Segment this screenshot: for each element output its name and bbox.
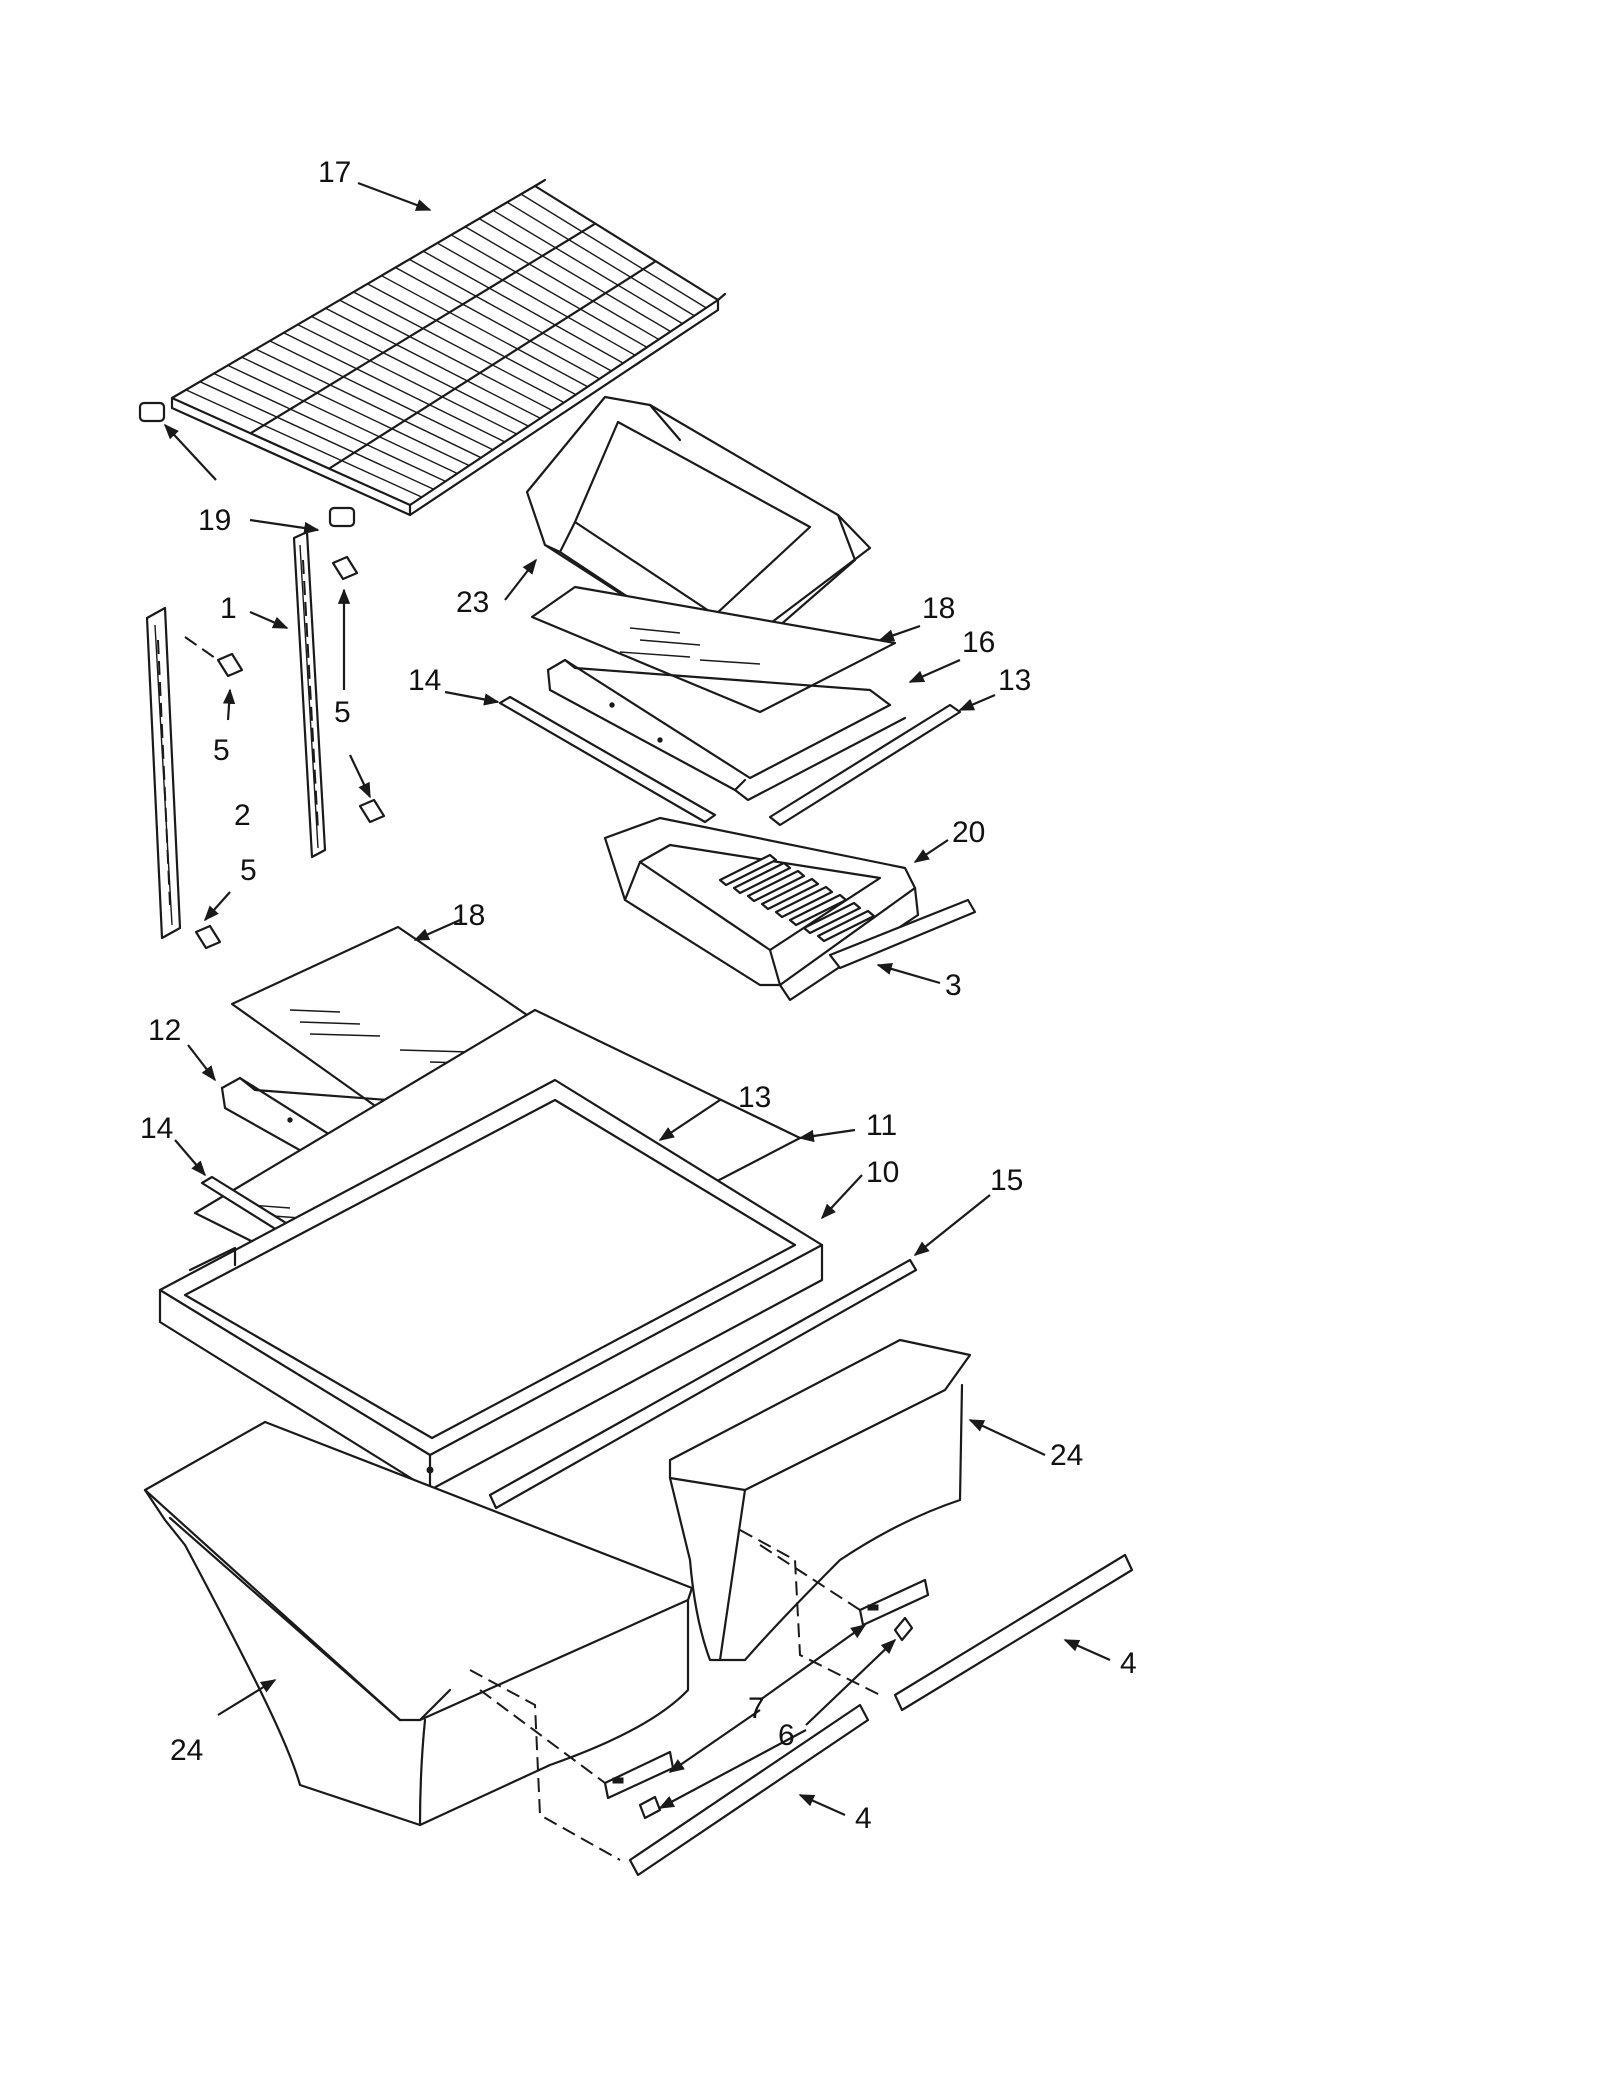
crisper-drawer-part-24-right [668,1338,972,1662]
callout-1: 1 [220,592,237,625]
rail-part-15 [488,1258,918,1510]
clip-part-6-upper [893,1616,914,1642]
glass-shelf-part-18-upper [530,585,897,714]
callout-16: 16 [962,626,995,659]
callout-5-lower: 5 [240,854,257,887]
leader-lines [163,181,1111,1817]
callout-18-lower: 18 [452,899,485,932]
drawer-handle-part-4-upper [893,1553,1134,1712]
callout-6: 6 [778,1719,795,1752]
callout-13-upper: 13 [998,664,1031,697]
callout-labels: 17 19 1 5 5 2 5 23 18 16 14 13 20 3 18 1… [140,156,1137,1835]
callout-18-upper: 18 [922,592,955,625]
assembly-dashed-lines [469,1529,881,1861]
screw-part-5-a [216,652,244,678]
wire-shelf-part-17 [138,178,727,528]
callout-13-lower: 13 [738,1081,771,1114]
bracket-part-2 [145,606,182,940]
callout-19: 19 [198,504,231,537]
callout-5-upper-right: 5 [334,696,351,729]
bracket-part-1 [292,530,327,859]
callout-11: 11 [866,1109,897,1142]
drawer-handle-part-3 [828,898,977,970]
callout-14-lower: 14 [140,1112,173,1145]
crisper-cover-frame-part-10 [158,1078,824,1492]
screw-part-5-b [331,555,359,581]
callout-7: 7 [748,1692,765,1725]
rail-part-13-upper [768,703,962,827]
crisper-drawer-part-24-left [143,1420,694,1827]
callout-20: 20 [952,816,985,849]
callout-23: 23 [456,586,489,619]
callout-4-upper: 4 [1120,1647,1137,1680]
callout-24-right: 24 [1050,1439,1083,1472]
clip-part-6-lower [638,1795,662,1820]
callout-3: 3 [945,969,962,1002]
clip-part-7-upper [858,1578,930,1627]
callout-12: 12 [148,1014,181,1047]
callout-17: 17 [318,156,351,189]
callout-15: 15 [990,1164,1023,1197]
callout-10: 10 [866,1156,899,1189]
callout-24-left: 24 [170,1734,203,1767]
screw-part-5-c [358,798,386,824]
screw-part-5-d [194,924,222,950]
drawer-handle-part-4-lower [628,1703,870,1877]
crisper-drawer-part-20 [603,816,920,1002]
callout-14-upper: 14 [408,664,441,697]
callout-4-lower: 4 [855,1802,872,1835]
shelf-frame-part-16 [546,658,907,802]
callout-5-upper-left: 5 [213,734,230,767]
clip-part-7-lower [603,1750,675,1800]
callout-2: 2 [234,799,251,832]
rail-part-14-upper [498,695,717,824]
